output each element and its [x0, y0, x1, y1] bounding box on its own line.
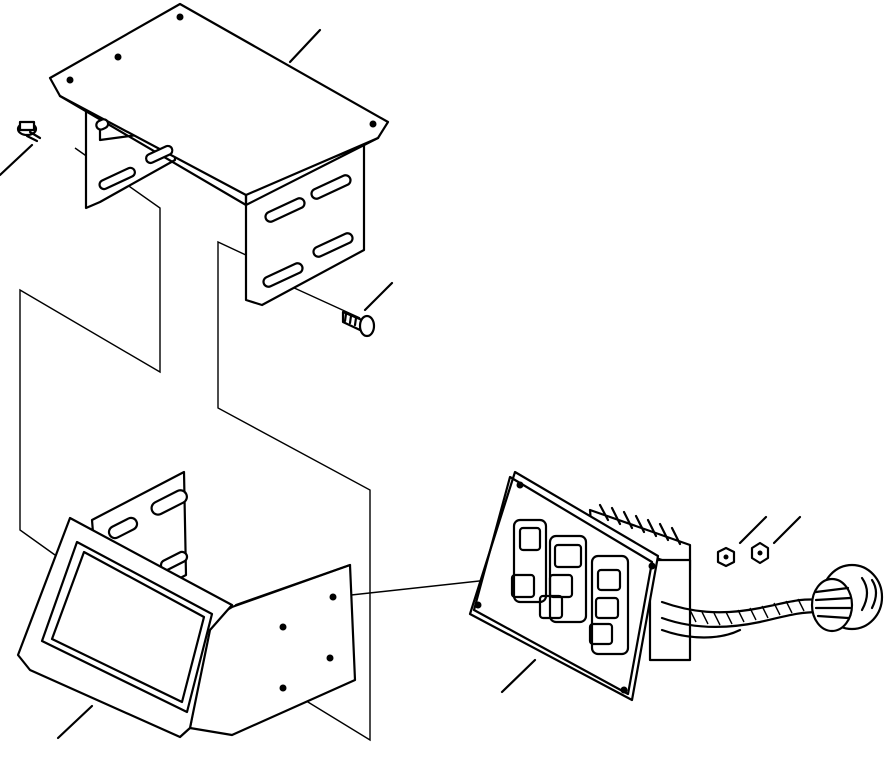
monitor-housing [16, 470, 357, 739]
leader-lines [0, 28, 802, 740]
wiring-harness [660, 598, 822, 639]
bracket-bolt-right [341, 310, 376, 338]
bracket-bolt-left [16, 120, 42, 143]
monitor-panel [468, 470, 692, 702]
nut-1 [716, 546, 736, 568]
connector [810, 563, 884, 633]
nut-2 [750, 541, 770, 565]
top-bracket [48, 2, 390, 307]
